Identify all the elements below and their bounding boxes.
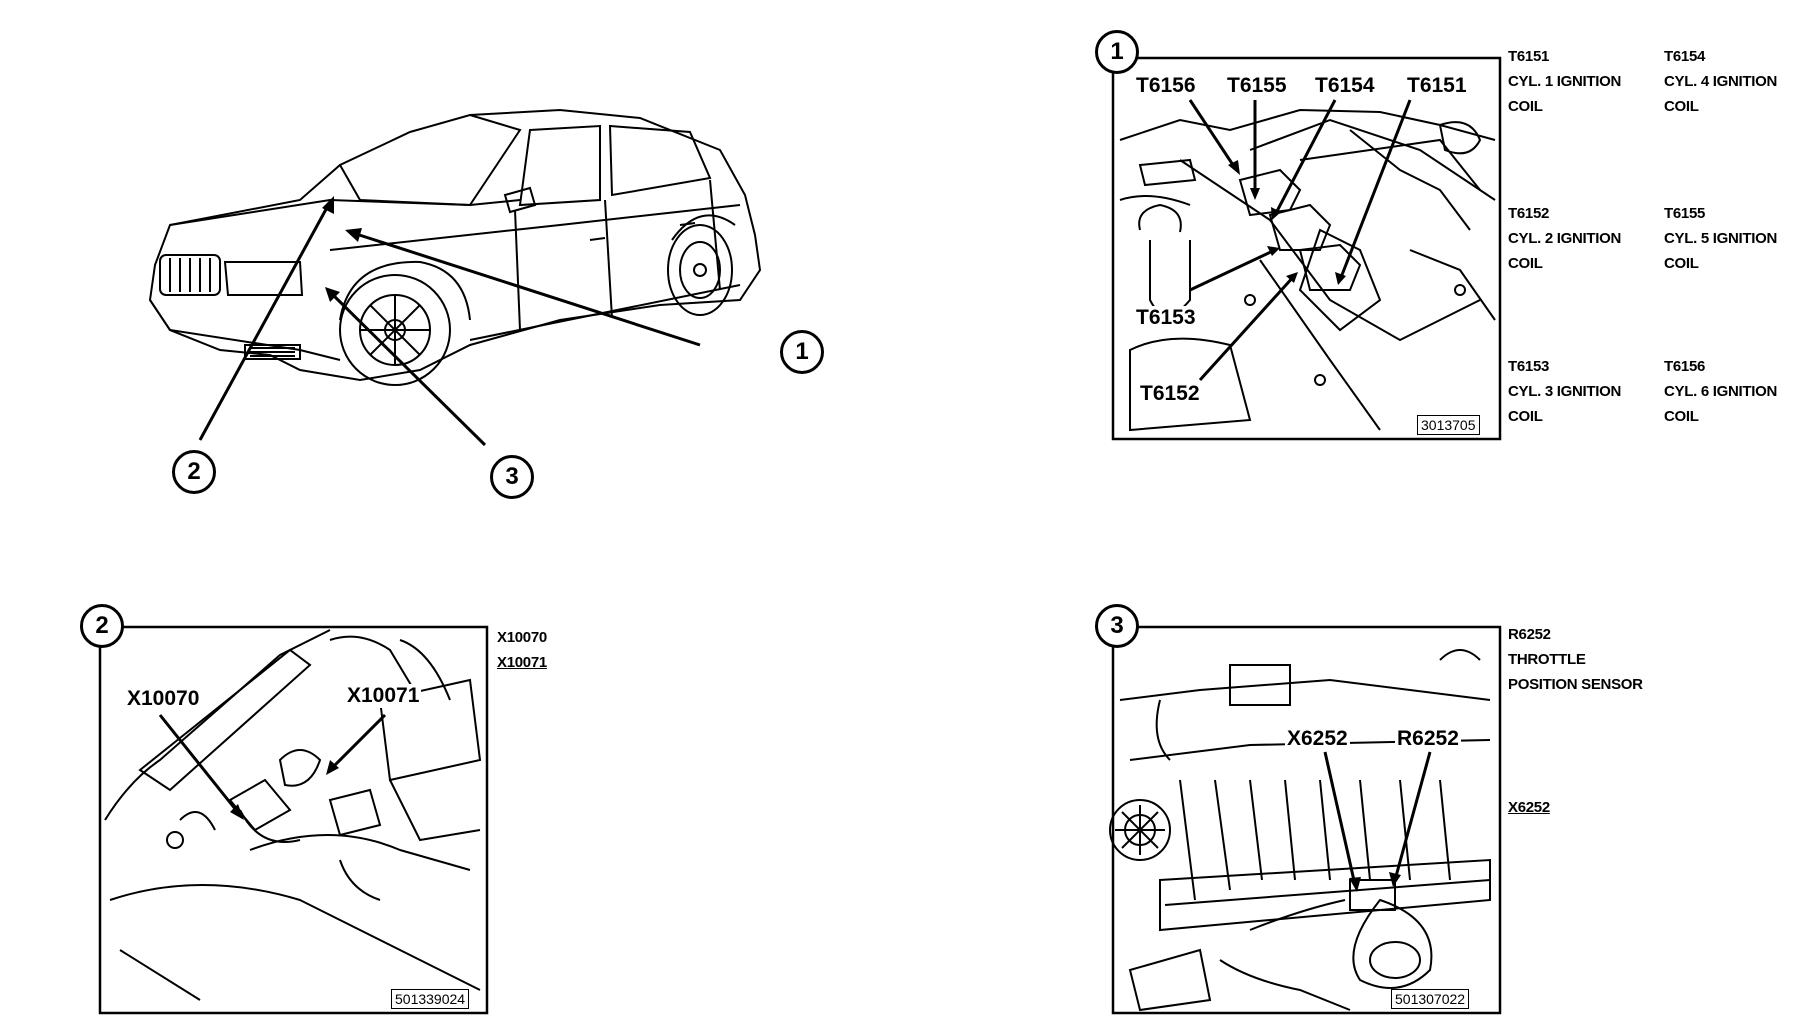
- label-t6154: T6154: [1313, 74, 1377, 98]
- label-x10070: X10070: [125, 687, 202, 711]
- label-x10071: X10071: [345, 684, 422, 708]
- legend-code: T6154: [1664, 48, 1706, 65]
- overview-callout-2: 2: [172, 450, 216, 494]
- panel-2-reference-number: 501339024: [391, 989, 470, 1009]
- overview-callout-1: 1: [780, 330, 824, 374]
- panel-1-ignition-coils: 1 T6156 T6155 T6154 T6151 T6153 T6152 30…: [1095, 30, 1777, 441]
- panel-1-number: 1: [1095, 30, 1139, 74]
- legend-code: T6155: [1664, 205, 1706, 222]
- legend-code: T6153: [1508, 358, 1550, 375]
- panel-2-number: 2: [80, 604, 124, 648]
- legend-desc: POSITION SENSOR: [1508, 676, 1643, 693]
- label-t6155: T6155: [1225, 74, 1289, 98]
- panel-2-connectors: 2 X10070 X10071 501339024 X10070 X10071: [0, 0, 600, 1024]
- label-t6153: T6153: [1134, 306, 1198, 330]
- label-x6252: X6252: [1285, 727, 1350, 751]
- legend-t6151: T6151 CYL. 1 IGNITION COIL: [1508, 44, 1621, 119]
- legend-t6156: T6156 CYL. 6 IGNITION COIL: [1664, 354, 1777, 429]
- panel-3-number: 3: [1095, 604, 1139, 648]
- overview-callout-3: 3: [490, 455, 534, 499]
- legend-code: T6151: [1508, 48, 1550, 65]
- legend-desc: COIL: [1508, 408, 1543, 425]
- panel-1-drawing: [1111, 56, 1502, 441]
- label-r6252: R6252: [1395, 727, 1461, 751]
- car-overview: 1 2 3: [0, 0, 900, 520]
- legend-desc: CYL. 4 IGNITION: [1664, 73, 1778, 90]
- legend-desc: CYL. 3 IGNITION: [1508, 383, 1622, 400]
- legend-t6155: T6155 CYL. 5 IGNITION COIL: [1664, 201, 1777, 276]
- legend-r6252: R6252 THROTTLE POSITION SENSOR: [1508, 622, 1643, 697]
- legend-desc: COIL: [1508, 255, 1543, 272]
- label-t6152: T6152: [1138, 382, 1202, 406]
- legend-x6252: X6252: [1508, 799, 1550, 816]
- car-illustration: [148, 108, 762, 447]
- label-t6151: T6151: [1405, 74, 1469, 98]
- legend-desc: CYL. 5 IGNITION: [1664, 230, 1778, 247]
- legend-desc: COIL: [1664, 408, 1699, 425]
- legend-x10070: X10070: [497, 629, 547, 646]
- legend-desc: COIL: [1664, 255, 1699, 272]
- panel-2-drawing: [98, 625, 489, 1015]
- legend-desc: CYL. 2 IGNITION: [1508, 230, 1622, 247]
- panel-3-reference-number: 501307022: [1391, 989, 1470, 1009]
- legend-t6153: T6153 CYL. 3 IGNITION COIL: [1508, 354, 1621, 429]
- legend-desc: THROTTLE: [1508, 651, 1586, 668]
- legend-code: R6252: [1508, 626, 1551, 643]
- label-t6156: T6156: [1134, 74, 1198, 98]
- legend-desc: CYL. 1 IGNITION: [1508, 73, 1622, 90]
- legend-t6154: T6154 CYL. 4 IGNITION COIL: [1664, 44, 1777, 119]
- legend-code: T6152: [1508, 205, 1550, 222]
- legend-x10071: X10071: [497, 654, 547, 671]
- legend-code: T6156: [1664, 358, 1706, 375]
- panel-1-reference-number: 3013705: [1417, 415, 1480, 435]
- legend-desc: CYL. 6 IGNITION: [1664, 383, 1778, 400]
- legend-desc: COIL: [1508, 98, 1543, 115]
- legend-t6152: T6152 CYL. 2 IGNITION COIL: [1508, 201, 1621, 276]
- legend-desc: COIL: [1664, 98, 1699, 115]
